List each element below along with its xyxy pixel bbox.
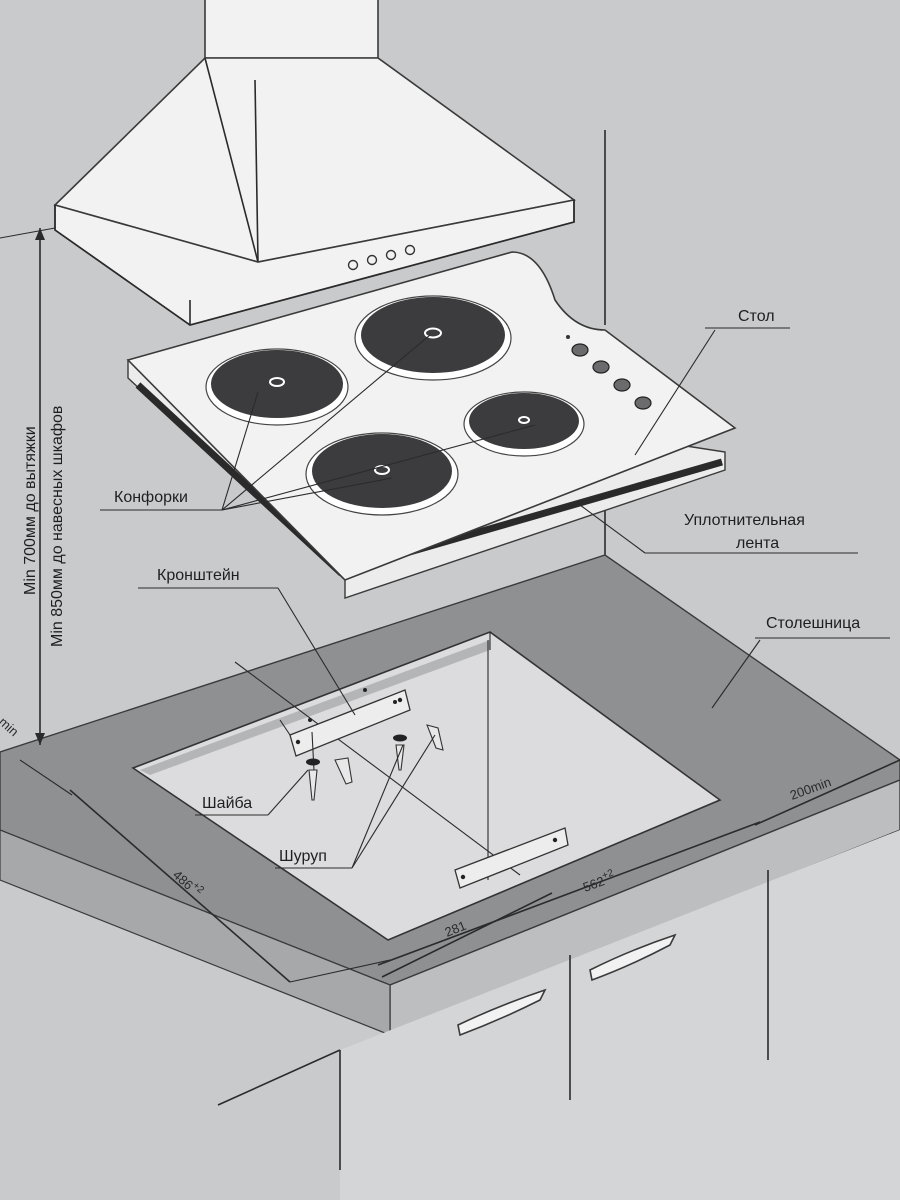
burner-rear-right	[354, 295, 512, 381]
label-burners: Конфорки	[114, 489, 188, 506]
label-sealing-tape-1: Уплотнительная	[684, 512, 805, 529]
height-dimension: Min 700мм до вытяжки Min 850мм до навесн…	[0, 227, 66, 745]
label-bracket: Кронштейн	[157, 567, 240, 584]
width-dimension-value: 562+2	[580, 867, 617, 894]
screws-and-washers	[279, 688, 444, 801]
burner-front-right	[463, 391, 585, 457]
label-screw: Шуруп	[279, 848, 327, 865]
hood-distance-note: Min 700мм до вытяжки	[22, 426, 39, 595]
label-table: Стол	[738, 308, 775, 325]
leader-lines	[100, 327, 890, 869]
hood-button-1	[347, 259, 359, 271]
mounting-bracket-front	[454, 827, 569, 889]
burner-front-left	[305, 432, 459, 516]
hood-button-2	[366, 254, 378, 266]
label-washer: Шайба	[202, 795, 252, 812]
label-sealing-tape-2: лента	[736, 535, 779, 552]
hood-button-4	[404, 244, 416, 256]
hood-button-3	[385, 249, 397, 261]
range-hood	[53, 0, 576, 326]
base-cabinet	[217, 830, 900, 1200]
label-countertop: Столешница	[766, 615, 860, 632]
hob	[126, 251, 737, 599]
burner-rear-left	[205, 348, 349, 426]
countertop	[0, 554, 900, 1037]
drawer-handle-right	[589, 933, 677, 982]
countertop-cutout	[131, 631, 722, 941]
mounting-bracket-rear	[289, 689, 411, 757]
drawer-handle-left	[457, 988, 547, 1037]
hob-knobs	[566, 335, 652, 410]
cabinet-distance-note: Min 850мм до навесных шкафов	[49, 406, 66, 647]
